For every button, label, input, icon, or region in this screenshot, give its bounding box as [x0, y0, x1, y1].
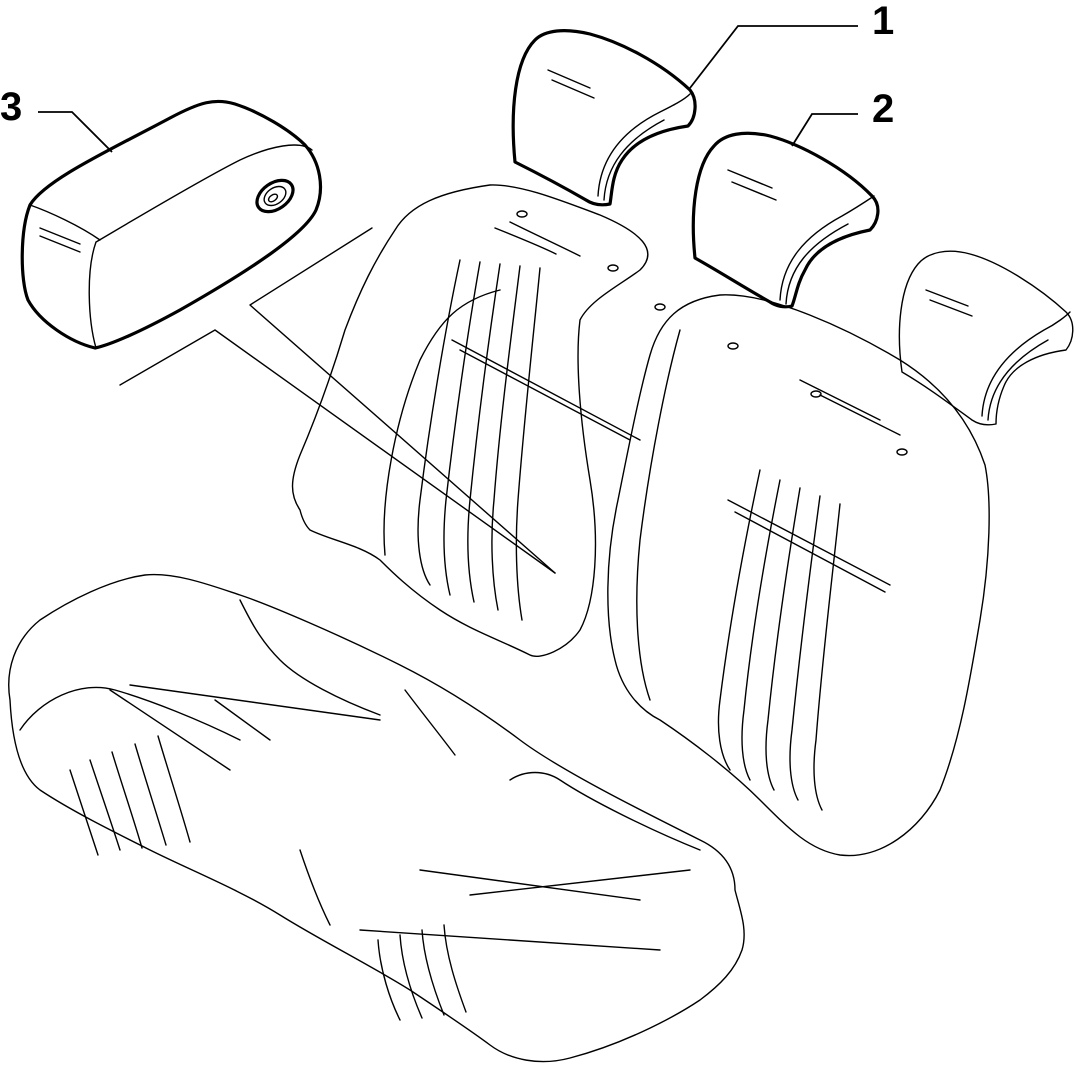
leader-line-1	[689, 25, 858, 89]
headrest-part-1	[511, 29, 697, 207]
callout-label-3: 3	[0, 85, 22, 129]
seat-cushion	[8, 573, 745, 1063]
headrest-part-2	[691, 131, 880, 309]
armrest-part-3	[20, 99, 323, 350]
backrest-left	[291, 184, 649, 657]
leader-line-3	[38, 111, 113, 153]
leader-lines	[38, 25, 858, 153]
callout-label-2: 2	[872, 87, 894, 131]
backrest-right	[607, 294, 990, 857]
callout-label-1: 1	[872, 0, 894, 43]
armrest-location-lines	[119, 227, 556, 574]
leader-line-2	[791, 113, 858, 147]
headrest-right	[898, 250, 1074, 426]
